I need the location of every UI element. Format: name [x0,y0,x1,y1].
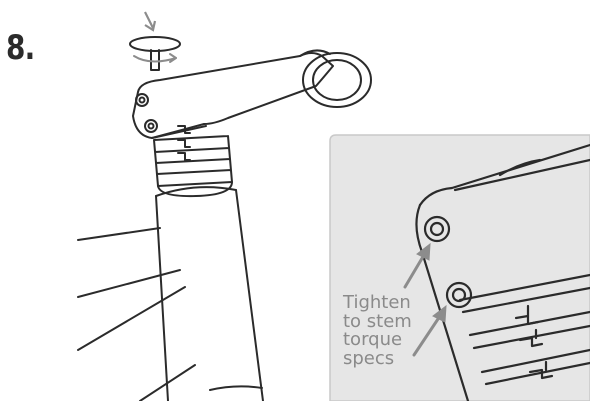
callout-line-3: torque [343,329,403,350]
top-cap-bolt [150,49,160,71]
handlebar-clamp-outer [302,52,372,108]
step-number: 8. [6,28,35,68]
stem-bolt-lower-center [147,122,155,130]
inset-stem-top [418,143,590,207]
top-tube-line [77,227,161,241]
rotation-arrow-icon [133,55,177,63]
down-tube-line-lower [77,286,186,351]
head-tube [155,189,264,401]
inset-stem-top-inner [453,158,590,192]
handlebar-clamp-inner [312,59,362,101]
stem-bolt-lower [144,119,158,133]
inset-bolt-upper [423,215,451,243]
stem-bottom-edge [151,125,207,139]
clamp-face-detail [299,49,331,57]
stem-body [132,52,334,139]
rotation-arrow-back [169,53,177,63]
top-cap [129,36,181,52]
inset-stem-lip [498,158,542,177]
callout-line-1: Tighten [343,292,411,313]
inset-spacer-slot-vert [526,304,548,372]
stem-bolt-upper [135,93,149,107]
inset-panel [329,134,590,401]
inset-bolt-lower [445,281,473,309]
callout-line-2: to stem [343,310,412,332]
inset-spacer-slots [514,314,554,380]
down-tube-line-upper [77,269,181,298]
headset-cap [157,181,233,198]
detail-inset [329,134,590,401]
inset-bolt-lower-inner [451,287,467,303]
down-arrow-icon [144,11,157,32]
bike-front-assembly [77,36,372,401]
spacer-stack [153,135,233,187]
stem-bolt-upper-center [138,96,146,104]
head-tube-band [209,385,263,391]
callout-line-4: specs [343,347,395,369]
pointer-arrow-icon [403,242,447,357]
torque-callout: Tighten to stem torque specs [343,292,433,369]
inset-bolt-upper-inner [429,221,445,237]
